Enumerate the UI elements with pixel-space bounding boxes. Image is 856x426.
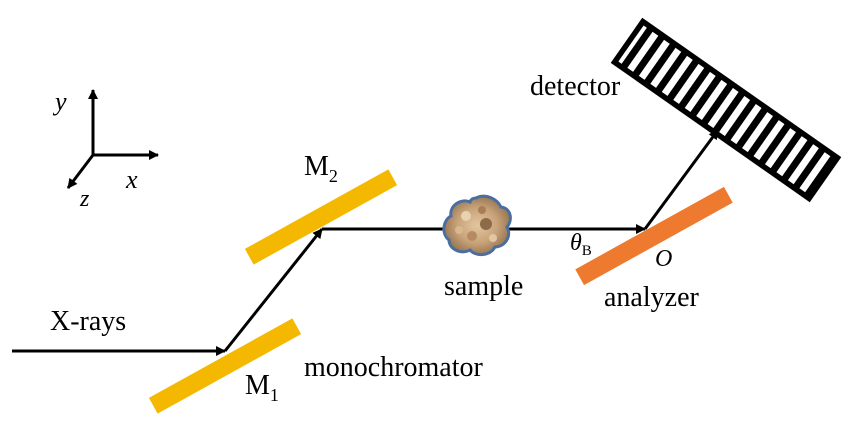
z-axis-arrow <box>66 154 95 189</box>
theta-b-label: θB <box>570 230 592 259</box>
m2-label: M2 <box>304 151 338 186</box>
origin-label: O <box>655 246 672 272</box>
analyzer-label: analyzer <box>604 282 699 313</box>
z-axis-label: z <box>79 186 90 212</box>
monochromator-label: monochromator <box>304 352 484 383</box>
sample-label: sample <box>444 271 523 302</box>
coordinate-axes: y x z <box>52 87 159 212</box>
analyzer-crystal <box>575 186 733 286</box>
sample <box>442 194 512 256</box>
beam-analyzer-to-detector <box>643 129 720 230</box>
crystal-m1 <box>148 318 302 414</box>
x-axis-label: x <box>125 165 138 194</box>
detector <box>610 17 842 203</box>
beam-path <box>12 129 720 356</box>
crystal-m2 <box>244 169 398 265</box>
beam-m1-to-m2 <box>223 228 324 352</box>
m1-label: M1 <box>245 370 279 405</box>
xrays-label: X-rays <box>50 306 126 337</box>
y-axis-label: y <box>52 87 67 116</box>
detector-label: detector <box>530 71 621 102</box>
monochromator-crystals <box>148 169 398 414</box>
